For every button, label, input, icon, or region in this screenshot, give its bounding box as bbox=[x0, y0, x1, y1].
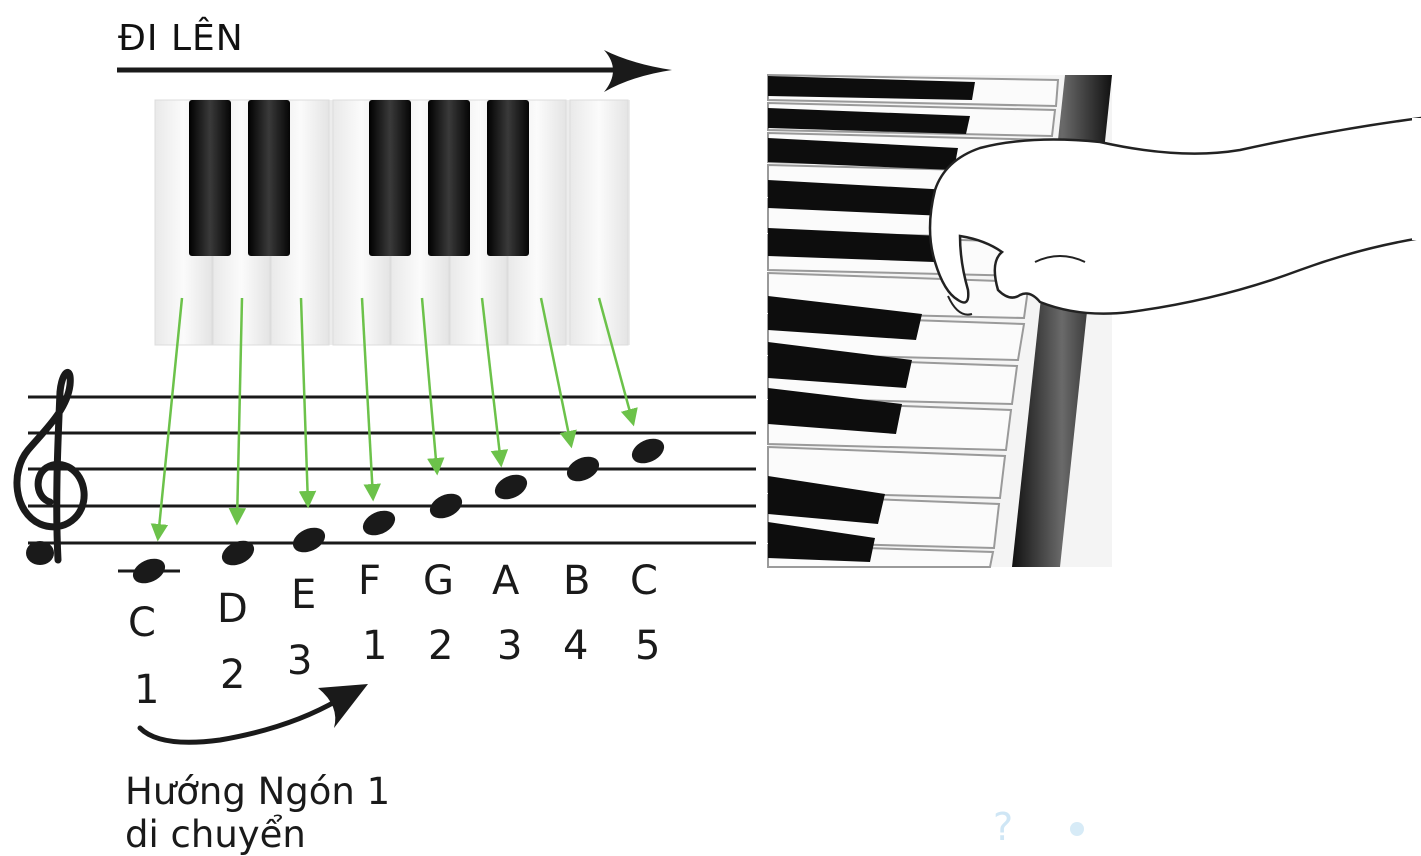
treble-clef-icon bbox=[13, 369, 88, 565]
finger-number: 5 bbox=[635, 623, 661, 669]
note-head bbox=[221, 540, 255, 566]
finger-number: 2 bbox=[220, 652, 246, 698]
music-staff bbox=[28, 395, 756, 545]
note-head bbox=[631, 438, 665, 464]
keyboard-illustration bbox=[154, 99, 630, 346]
note-letter: A bbox=[492, 558, 520, 604]
white-key bbox=[569, 99, 629, 346]
finger-number: 4 bbox=[563, 623, 589, 669]
note-head bbox=[429, 493, 463, 519]
caption-line-1: Hướng Ngón 1 bbox=[125, 770, 391, 813]
note-head bbox=[362, 510, 396, 536]
piano-hand-illustration bbox=[767, 73, 1421, 568]
black-key bbox=[428, 100, 470, 256]
caption-line-2: di chuyển bbox=[125, 813, 306, 856]
note-letter: C bbox=[128, 600, 156, 646]
note-letter: F bbox=[358, 558, 382, 604]
thumb-caption: Hướng Ngón 1 di chuyển bbox=[125, 770, 390, 856]
note-letter: B bbox=[563, 558, 591, 604]
note-head bbox=[494, 474, 528, 500]
finger-number: 1 bbox=[134, 667, 160, 713]
finger-number: 3 bbox=[287, 638, 313, 684]
black-key bbox=[248, 100, 290, 256]
direction-arrow bbox=[117, 50, 672, 92]
finger-number: 2 bbox=[428, 623, 454, 669]
black-key bbox=[487, 100, 529, 256]
thumb-move-arrow bbox=[137, 684, 368, 745]
note-head bbox=[292, 527, 326, 553]
note-head bbox=[132, 558, 166, 584]
note-head bbox=[566, 456, 600, 482]
black-key bbox=[189, 100, 231, 256]
watermark-icon: ? bbox=[993, 805, 1014, 849]
note-letter: C bbox=[630, 558, 658, 604]
black-key bbox=[369, 100, 411, 256]
note-letter: D bbox=[217, 586, 248, 632]
finger-number: 3 bbox=[497, 623, 523, 669]
notes bbox=[118, 438, 665, 584]
note-letter: E bbox=[291, 572, 317, 618]
direction-title: ĐI LÊN bbox=[118, 18, 244, 59]
finger-number: 1 bbox=[362, 623, 388, 669]
note-letter: G bbox=[423, 558, 454, 604]
watermark-dot bbox=[1070, 822, 1084, 836]
key-to-note-arrows bbox=[150, 297, 638, 542]
